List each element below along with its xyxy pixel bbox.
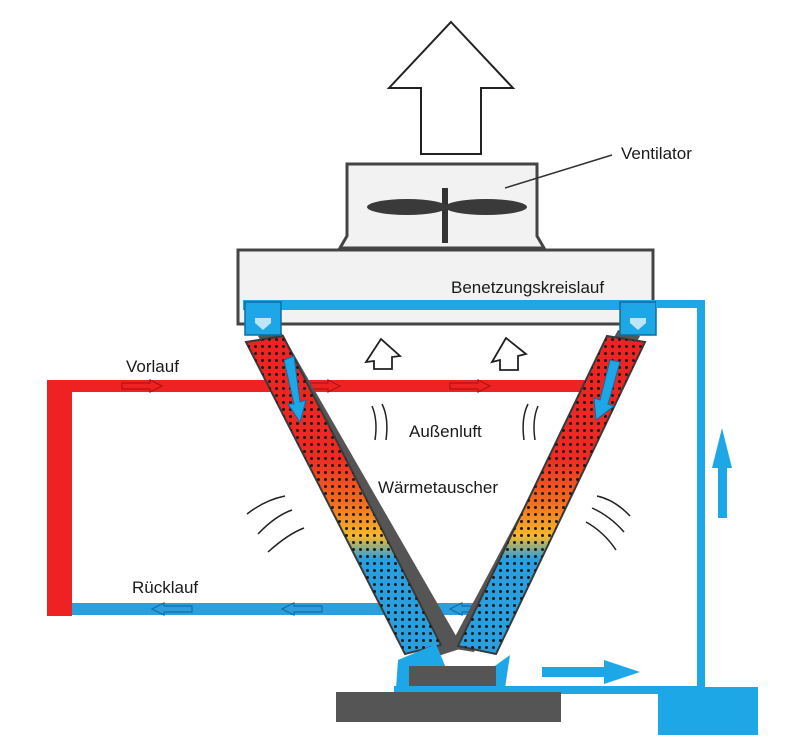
wetting-circuit-pipe: [656, 300, 732, 695]
supply-pipe: [47, 378, 610, 616]
nozzle-arrow-icon: [255, 318, 271, 330]
fan-housing: [337, 154, 613, 250]
collection-tray: [336, 644, 758, 735]
wind-lines-icon: [246, 403, 631, 553]
label-benetzungskreislauf: Benetzungskreislauf: [451, 278, 604, 297]
label-ruecklauf: Rücklauf: [132, 578, 198, 597]
exhaust-up-arrow-icon: [386, 20, 516, 155]
plenum-box: [236, 248, 655, 326]
label-vorlauf: Vorlauf: [126, 357, 179, 376]
left-heat-exchanger-panel: [244, 330, 463, 656]
up-flow-arrow-icon: [712, 428, 732, 518]
label-waermetauscher: Wärmetauscher: [378, 478, 498, 497]
wetting-distribution: [243, 300, 657, 336]
water-flow-arrow-icon: [283, 355, 621, 424]
drain-flow-arrow-icon: [542, 660, 640, 684]
label-aussenluft: Außenluft: [409, 422, 482, 441]
ventilator-leader-line: [504, 154, 613, 189]
nozzle-arrow-icon: [630, 318, 646, 330]
water-reservoir: [658, 687, 758, 735]
label-ventilator: Ventilator: [621, 144, 692, 163]
fan-icon: [367, 188, 527, 243]
airflow-arrow-icon: [364, 336, 528, 371]
